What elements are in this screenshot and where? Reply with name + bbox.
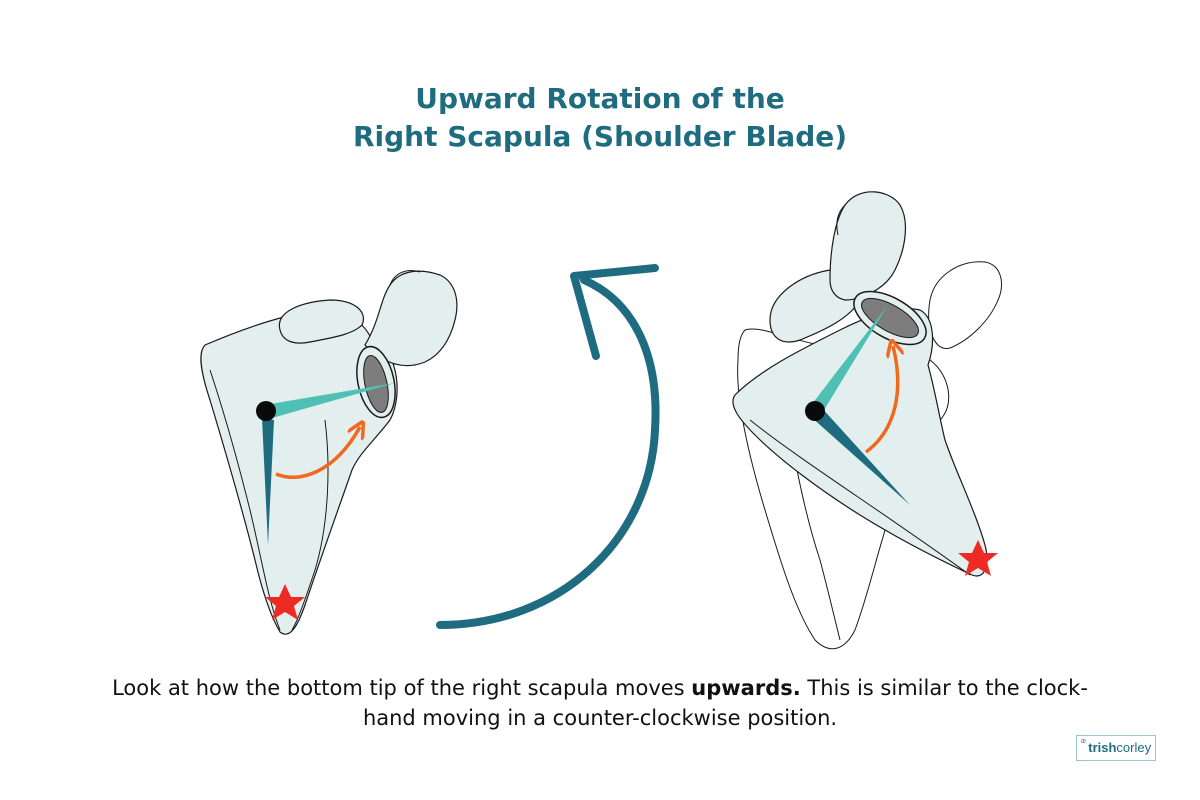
right-acromion-tip [836,204,846,236]
left-scapula-spine [291,419,329,631]
big-rotation-arrow [436,264,660,629]
right-clock-hand-short [812,305,888,410]
right-scapula-spine [749,419,971,576]
caption-emphasis: upwards. [691,676,801,700]
right-ghost-acromion [928,261,1002,349]
right-clock-hand-long [810,406,910,505]
title-line-1: Upward Rotation of the [415,82,785,115]
left-coracoid-process [278,299,364,344]
left-clock-hand-short [270,383,395,418]
star-icon [265,584,305,620]
left-clock-hand-long [262,418,274,545]
caption-text-1: Look at how the bottom tip of the right … [112,676,692,700]
big-arrow-head [570,264,659,360]
logo-name: trishcorley [1088,739,1151,757]
logo-name-regular: corley [1116,740,1152,755]
logo-prefix: dr [1080,739,1087,745]
brand-logo: dr trishcorley [1076,735,1156,761]
left-rotation-arrow [275,427,360,479]
page-title: Upward Rotation of the Right Scapula (Sh… [0,80,1200,156]
curved-arrow-icon [436,276,660,629]
star-icon [958,540,998,576]
logo-name-bold: trish [1088,740,1117,755]
caption: Look at how the bottom tip of the right … [100,673,1100,733]
left-glenoid-fossa [363,355,389,413]
caption-text-2: This is similar to the clock-hand moving… [362,676,1088,730]
right-pivot-dot [805,401,825,421]
left-acromion-tip [389,270,421,286]
right-glenoid-fossa [861,297,919,339]
right-scapula [732,191,1002,650]
left-scapula [200,270,458,635]
left-pivot-dot [256,401,276,421]
left-acromion [364,270,458,367]
title-line-2: Right Scapula (Shoulder Blade) [352,120,848,153]
right-rotation-arrow [864,346,898,454]
right-acromion [829,191,906,301]
